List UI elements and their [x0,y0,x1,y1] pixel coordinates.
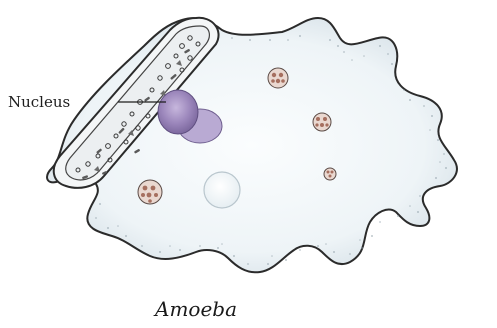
food-vacuole [268,68,288,88]
food-vacuole [324,168,336,180]
figure-caption: Amoeba [153,297,237,321]
nucleus-label: Nucleus [8,93,70,111]
contractile-vacuole [204,172,240,208]
food-vacuole [313,113,331,131]
food-vacuole [138,180,162,204]
